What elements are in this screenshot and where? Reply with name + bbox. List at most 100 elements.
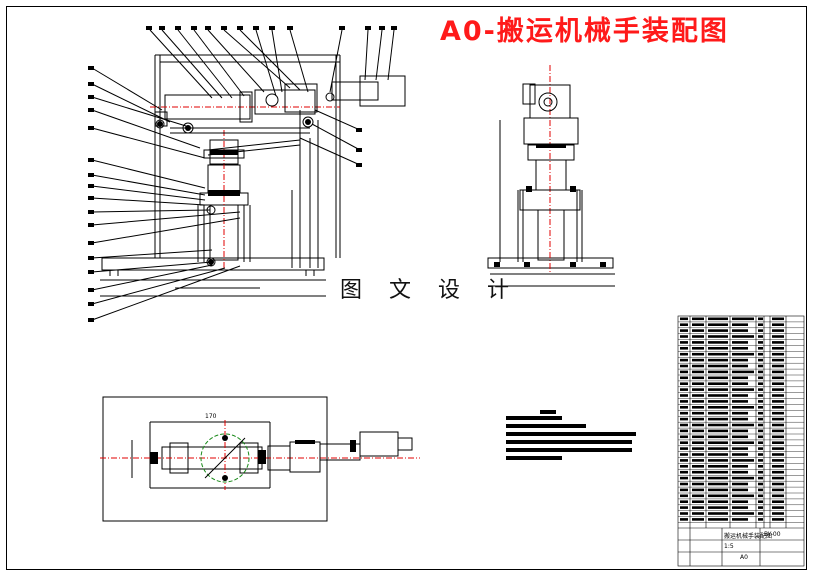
parts-list-cell (708, 352, 728, 356)
parts-list-cell (772, 388, 784, 391)
parts-list-cell (692, 441, 704, 444)
parts-list-cell (708, 494, 728, 498)
parts-list-cell (708, 435, 728, 439)
parts-list-cell (692, 518, 704, 521)
parts-list-cell (692, 335, 704, 338)
parts-list-cell (680, 500, 688, 503)
parts-list-cell (708, 465, 728, 468)
parts-list-cell (708, 500, 728, 503)
parts-list-cell (772, 376, 784, 380)
parts-list-cell (772, 370, 784, 374)
parts-list-cell (732, 476, 754, 480)
parts-list-cell (692, 329, 704, 332)
parts-list-cell (732, 459, 754, 462)
parts-list-cell (758, 323, 763, 326)
parts-list-cell (680, 459, 688, 462)
parts-list-cell (708, 453, 728, 456)
parts-list-cell (680, 329, 688, 332)
parts-list-cell (772, 335, 784, 338)
parts-list-cell (772, 453, 784, 456)
parts-list-cell (692, 364, 704, 368)
parts-list-cell (708, 323, 728, 326)
parts-list-cell (732, 347, 748, 350)
parts-list-cell (680, 376, 688, 380)
parts-list-cell (708, 406, 728, 409)
parts-list-cell (758, 388, 763, 391)
parts-list-cell (708, 394, 728, 397)
parts-list-cell (758, 317, 763, 321)
parts-list-cell (732, 400, 748, 403)
parts-list-cell (708, 506, 728, 509)
parts-list-cell (772, 423, 784, 427)
parts-list-cell (758, 347, 763, 350)
parts-list-cell (732, 441, 754, 444)
parts-list-cell (708, 429, 728, 433)
parts-list-cell (772, 447, 784, 450)
parts-list-cell (708, 329, 728, 332)
parts-list-cell (680, 465, 688, 468)
parts-list-cell (772, 488, 784, 492)
parts-list-cell (732, 470, 748, 474)
parts-list-cell (772, 400, 784, 403)
parts-list-cell (708, 441, 728, 444)
parts-list-cell (732, 453, 748, 456)
parts-list-cell (708, 376, 728, 380)
parts-list-cell (692, 500, 704, 503)
parts-list-cell (680, 341, 688, 344)
side-view-fittings (494, 144, 606, 267)
parts-list-cell (758, 447, 763, 450)
parts-list-cell (692, 406, 704, 409)
parts-list-cell (708, 335, 728, 338)
title-block-name: 搬运机械手装配图 (724, 533, 773, 540)
parts-list-cell (692, 488, 704, 492)
parts-list-cell (708, 370, 728, 374)
parts-list-cell (772, 382, 784, 385)
parts-list-cell (732, 370, 754, 374)
parts-list-cell (732, 512, 754, 515)
parts-list-cell (772, 347, 784, 350)
parts-list-rows (678, 317, 804, 523)
parts-list-cell (732, 465, 748, 468)
parts-list-cell (680, 411, 688, 415)
parts-list-cell (708, 347, 728, 350)
parts-list-cell (680, 488, 688, 492)
parts-list-cell (772, 411, 784, 415)
plan-view-frame (102, 396, 328, 522)
parts-list-cell (758, 500, 763, 503)
parts-list-cell (732, 423, 754, 427)
parts-list-cell (680, 347, 688, 350)
parts-list-cell (680, 423, 688, 427)
parts-list-cell (680, 417, 688, 421)
parts-list-cell (680, 494, 688, 498)
parts-list-cell (772, 429, 784, 433)
parts-list-cell (708, 423, 728, 427)
parts-list-cell (772, 441, 784, 444)
parts-list-cell (692, 417, 704, 421)
parts-list-cell (772, 394, 784, 397)
parts-list-cell (708, 388, 728, 391)
parts-list-cell (692, 388, 704, 391)
watermark-text: 图 文 设 计 (340, 278, 519, 303)
parts-list-cell (732, 518, 748, 521)
parts-list-cell (758, 358, 763, 362)
parts-list-cell (758, 465, 763, 468)
parts-list-cell (732, 447, 748, 450)
title-block (678, 527, 804, 566)
parts-list-cell (772, 494, 784, 498)
parts-list-cell (732, 382, 748, 385)
parts-list-cell (732, 323, 748, 326)
parts-list-cell (680, 358, 688, 362)
parts-list-cell (680, 429, 688, 433)
parts-list-cell (680, 364, 688, 368)
parts-list-cell (692, 435, 704, 439)
parts-list-cell (732, 411, 748, 415)
parts-list-cell (732, 488, 748, 492)
parts-list-cell (772, 512, 784, 515)
parts-list-cell (692, 470, 704, 474)
parts-list-cell (772, 435, 784, 439)
parts-list-cell (680, 453, 688, 456)
parts-list-cell (692, 506, 704, 509)
parts-list-cell (758, 370, 763, 374)
parts-list-cell (732, 364, 748, 368)
plan-view (100, 396, 420, 522)
